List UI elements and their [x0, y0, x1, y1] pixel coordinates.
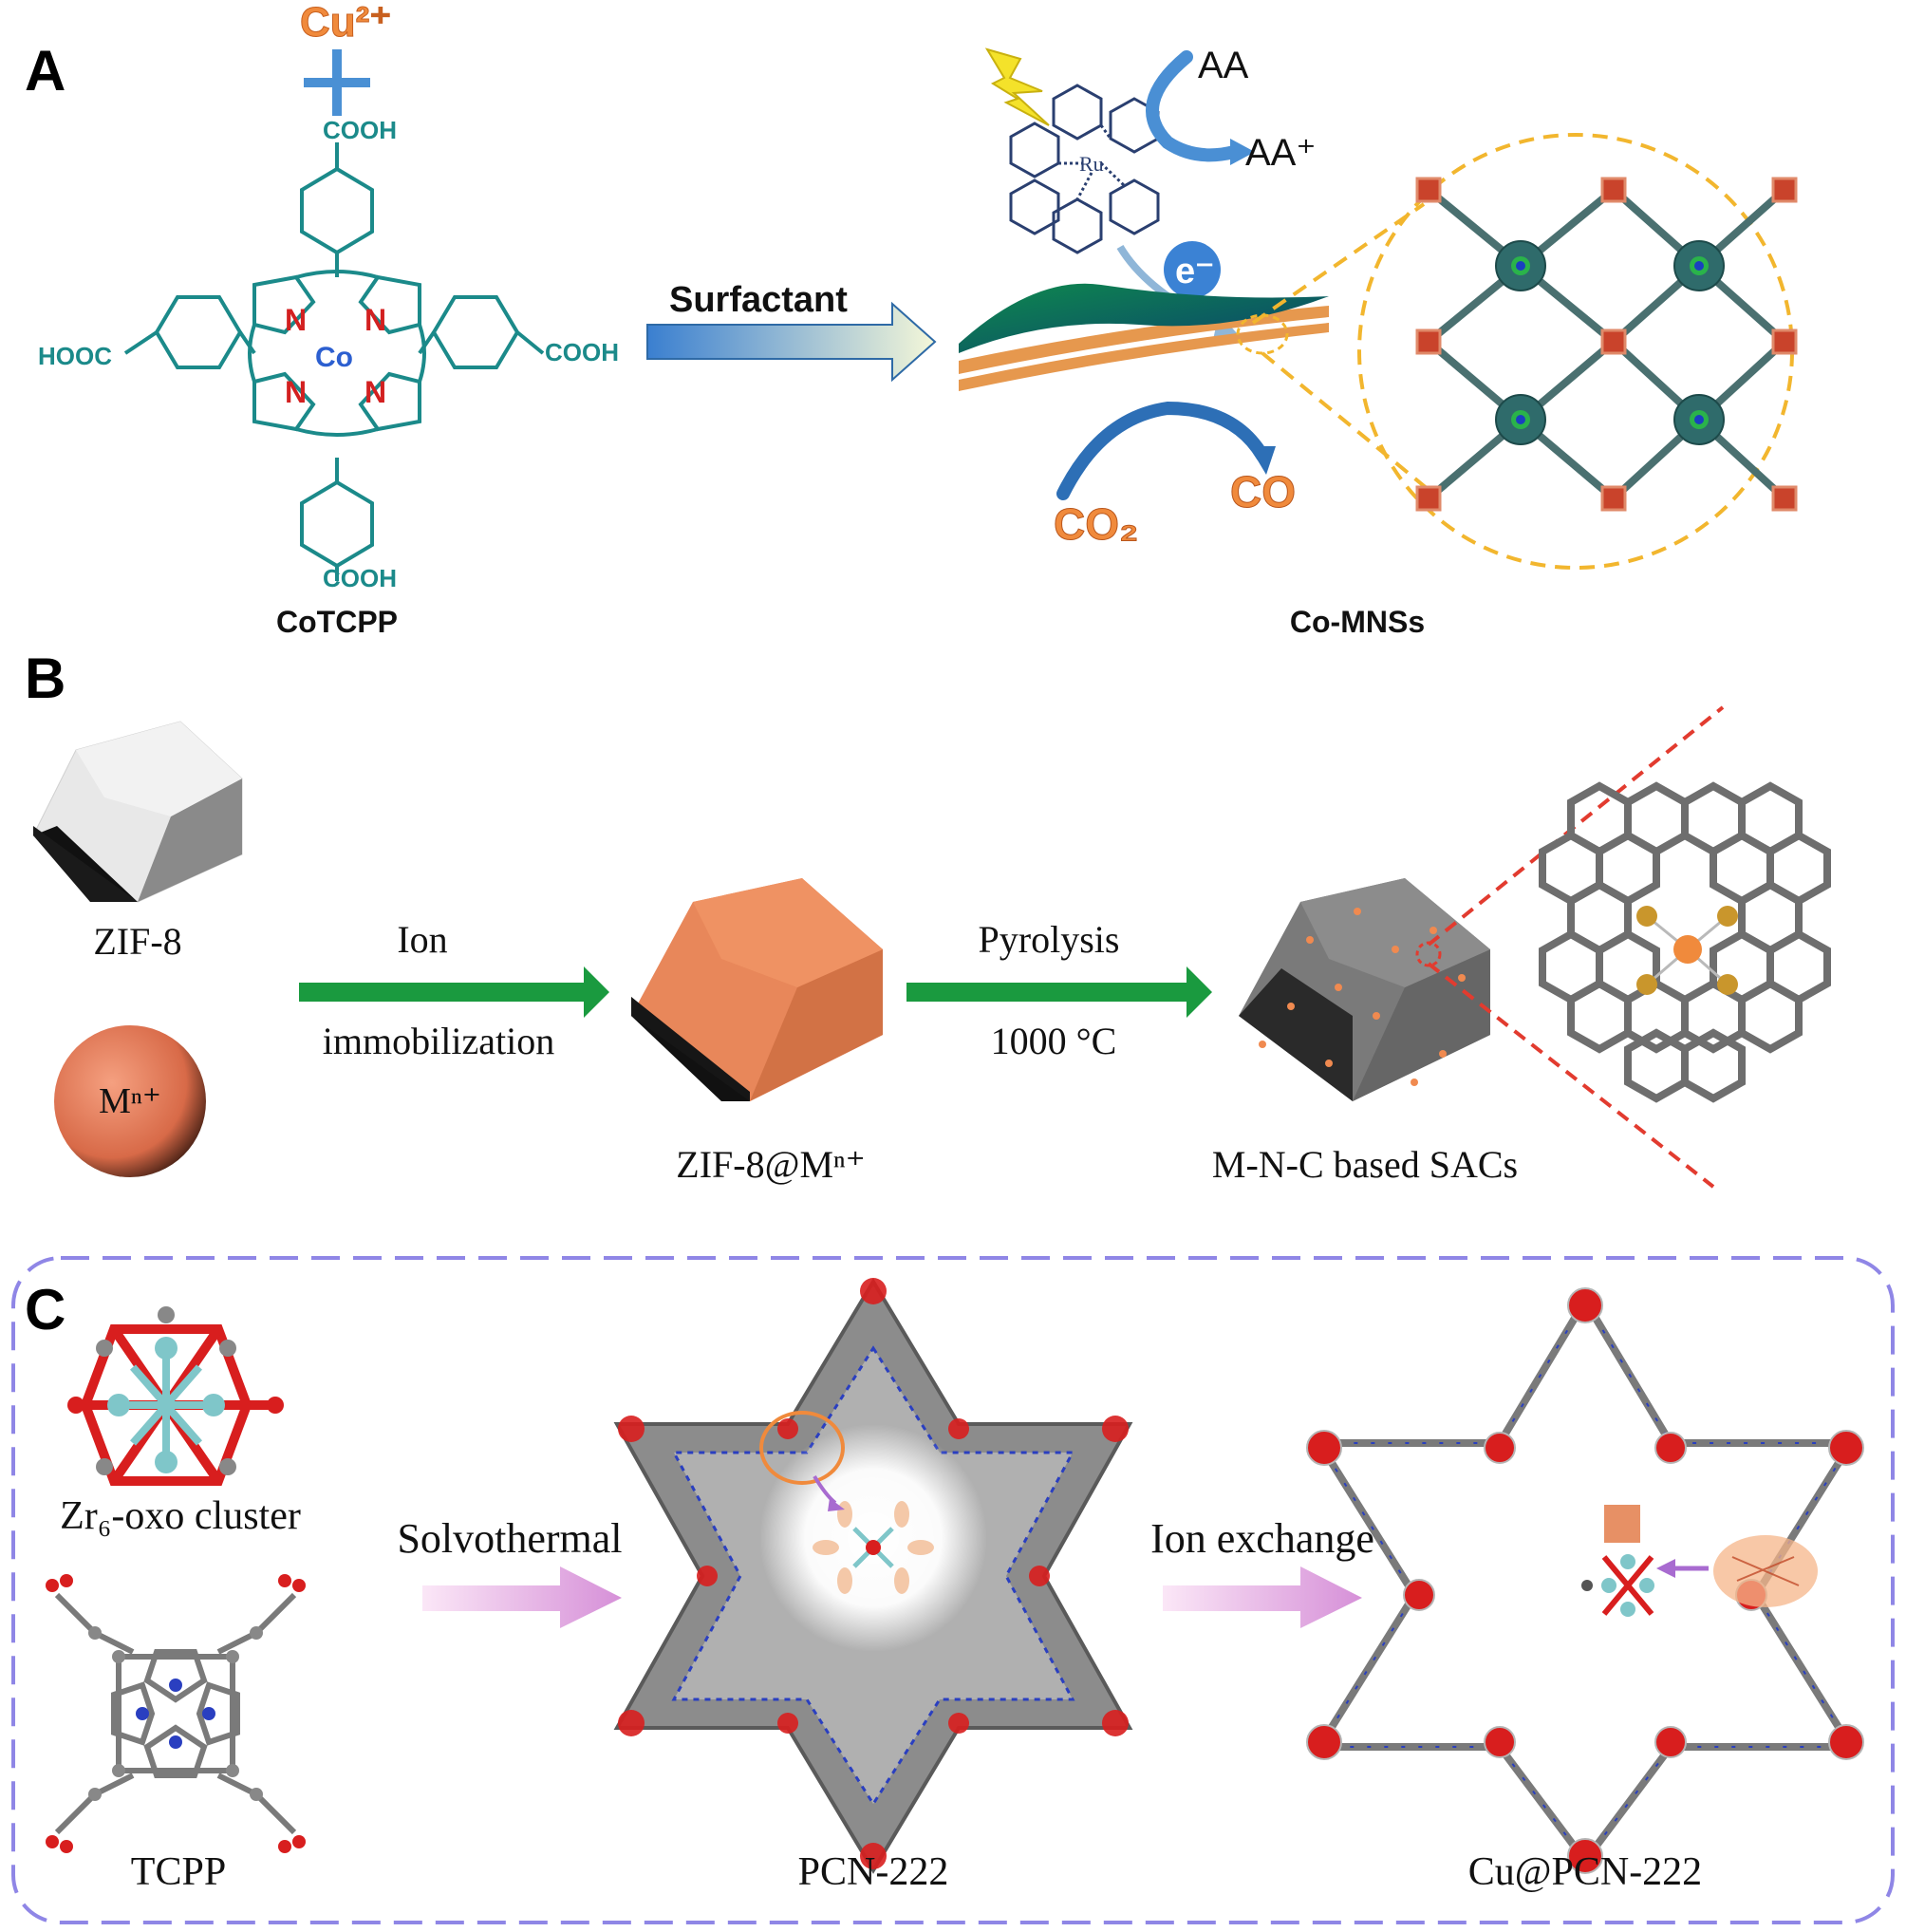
cu-pcn222-label: Cu@PCN-222	[1468, 1850, 1702, 1894]
aa-plus-label: AA⁺	[1245, 132, 1316, 174]
panel-a: A Cu²⁺	[25, 0, 1798, 639]
co-mnss-label: Co-MNSs	[1290, 605, 1425, 639]
n-atom-4: N	[364, 375, 386, 409]
n-atom-2: N	[364, 303, 386, 337]
pcn222-highlight-circle	[759, 1411, 845, 1485]
co2-label: CO₂	[1054, 499, 1138, 549]
surfactant-arrow	[646, 301, 937, 383]
cotcpp-structure	[123, 142, 545, 581]
panel-a-letter: A	[25, 39, 65, 103]
lightning-icon	[984, 47, 1050, 126]
step1-bottom-label: immobilization	[323, 1020, 554, 1062]
electron-label: e⁻	[1175, 252, 1214, 291]
graphene-metal-site	[1636, 906, 1738, 995]
hooc-left: HOOC	[38, 342, 112, 370]
aa-arrow	[1146, 50, 1241, 162]
cooh-top: COOH	[323, 116, 397, 144]
panel-c-letter: C	[25, 1278, 65, 1341]
panel-b: B ZIF-8 Mⁿ⁺ Ion immobilization ZIF-8@Mⁿ⁺	[25, 647, 1831, 1189]
step1-top-label: Ion	[397, 918, 447, 961]
co2-co-arrow	[1056, 401, 1269, 500]
pcn222-framework	[613, 1278, 1133, 1874]
ion-exchange-arrow	[1163, 1566, 1362, 1628]
panel-c-border	[11, 1256, 1895, 1924]
arrow-ion-immobilization	[299, 966, 609, 1018]
nanosheet	[959, 283, 1329, 391]
n-atom-1: N	[285, 303, 307, 337]
tcpp-atoms	[46, 1574, 306, 1853]
cotcpp-label: CoTCPP	[276, 605, 398, 639]
cu-ion-label: Cu²⁺	[300, 0, 392, 46]
intermediate-label: ZIF-8@Mⁿ⁺	[676, 1143, 865, 1186]
electron-circle	[1164, 241, 1221, 298]
porphyrin-n-atoms: N N N N Co	[285, 303, 386, 409]
arrow-pyrolysis	[906, 966, 1212, 1018]
tcpp-label: TCPP	[131, 1850, 226, 1894]
step2-bottom-label: 1000 °C	[991, 1020, 1117, 1062]
solvothermal-arrow	[422, 1566, 622, 1628]
panel-b-letter: B	[25, 647, 65, 710]
sac-polyhedron	[1239, 878, 1490, 1101]
zif8-mn-polyhedron	[631, 878, 883, 1101]
mof-lattice	[1415, 177, 1798, 512]
zr6-label: Zr₆-oxo cluster	[60, 1494, 301, 1538]
surfactant-label: Surfactant	[669, 280, 848, 320]
aa-label: AA	[1198, 45, 1249, 86]
plus-icon	[304, 49, 370, 116]
co-label: CO	[1230, 467, 1296, 516]
metal-ion-label: Mⁿ⁺	[99, 1081, 161, 1121]
ru-label: Ru	[1079, 152, 1104, 176]
cooh-right: COOH	[545, 338, 619, 366]
n-atom-3: N	[285, 375, 307, 409]
graphene-lattice	[1539, 781, 1831, 1103]
sac-label: M-N-C based SACs	[1212, 1143, 1518, 1186]
zif8-polyhedron	[32, 721, 243, 903]
solvothermal-label: Solvothermal	[397, 1515, 622, 1562]
cooh-bottom: COOH	[323, 564, 397, 592]
panel-c: C Zr₆-oxo cluster	[11, 1256, 1895, 1924]
zr6-cluster	[67, 1306, 284, 1486]
pcn222-label: PCN-222	[798, 1850, 949, 1894]
step2-top-label: Pyrolysis	[979, 918, 1120, 961]
zif8-label: ZIF-8	[93, 920, 181, 963]
metal-ion-sphere	[54, 1025, 206, 1177]
ion-exchange-label: Ion exchange	[1150, 1515, 1374, 1562]
co-center: Co	[315, 342, 353, 373]
cu-cluster-center	[1581, 1505, 1654, 1617]
